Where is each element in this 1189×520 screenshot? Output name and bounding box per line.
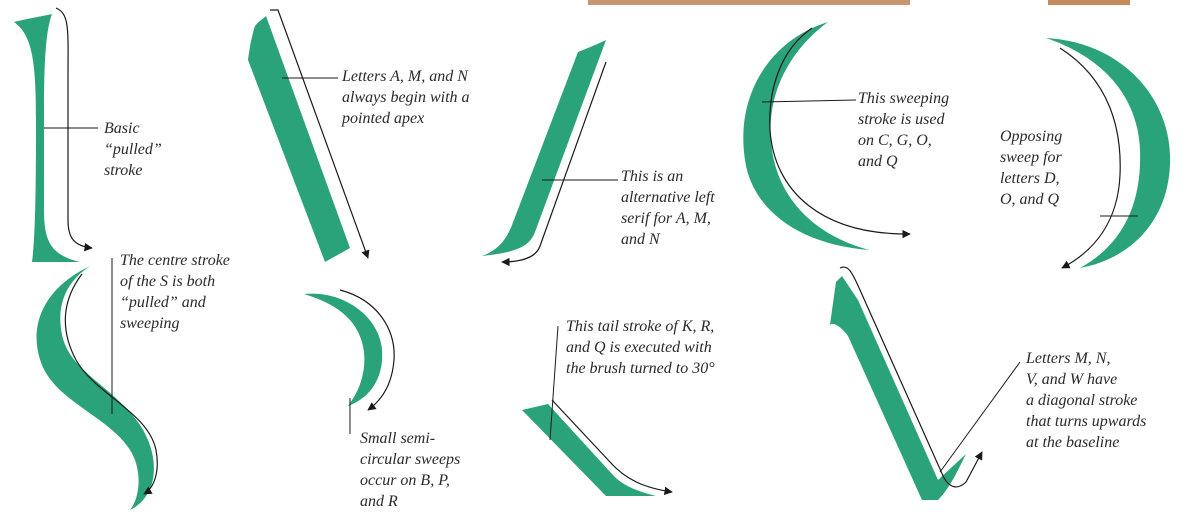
caption-line: “pulled” and: [120, 292, 230, 313]
left-serif-stroke: [482, 40, 606, 256]
opposing-guide: [1060, 48, 1120, 268]
caption-line: that turns upwards: [1026, 411, 1146, 432]
caption-line: and N: [621, 229, 715, 250]
caption-line: at the baseline: [1026, 432, 1146, 453]
caption-line: stroke is used: [858, 109, 949, 130]
apex-stroke-figure: [248, 10, 368, 262]
diagonal-stroke: [830, 276, 966, 500]
caption-line: This sweeping: [858, 88, 949, 109]
caption-line: a diagonal stroke: [1026, 390, 1146, 411]
semi-stroke: [304, 294, 382, 406]
apex-stroke: [248, 16, 350, 262]
opposing-stroke: [1046, 38, 1170, 268]
left-serif-figure: [482, 40, 618, 262]
caption-line: stroke: [104, 160, 162, 181]
caption-semi: Small semi- circular sweeps occur on B, …: [360, 428, 460, 512]
caption-line: Letters M, N,: [1026, 348, 1146, 369]
caption-line: the brush turned to 30°: [566, 358, 715, 379]
caption-centre-s: The centre stroke of the S is both “pull…: [120, 250, 230, 334]
caption-line: of the S is both: [120, 271, 230, 292]
caption-pulled: Basic “pulled” stroke: [104, 118, 162, 181]
caption-line: circular sweeps: [360, 449, 460, 470]
caption-line: on C, G, O,: [858, 130, 949, 151]
caption-left-serif: This is an alternative left serif for A,…: [621, 166, 715, 250]
caption-line: sweeping: [120, 313, 230, 334]
caption-apex: Letters A, M, and N always begin with a …: [342, 66, 470, 129]
caption-line: occur on B, P,: [360, 470, 460, 491]
sweeping-leader: [762, 100, 856, 102]
caption-line: Basic: [104, 118, 162, 139]
caption-line: Letters A, M, and N: [342, 66, 470, 87]
diagonal-stroke-figure: [830, 267, 1020, 500]
sweeping-stroke: [743, 22, 870, 250]
caption-line: Opposing: [1000, 126, 1062, 147]
caption-line: O, and Q: [1000, 189, 1062, 210]
pulled-stroke-figure: [14, 8, 98, 262]
caption-line: sweep for: [1000, 147, 1062, 168]
caption-line: and R: [360, 491, 460, 512]
caption-line: The centre stroke: [120, 250, 230, 271]
caption-line: pointed apex: [342, 108, 470, 129]
caption-line: Small semi-: [360, 428, 460, 449]
caption-diagonal: Letters M, N, V, and W have a diagonal s…: [1026, 348, 1146, 453]
caption-line: serif for A, M,: [621, 208, 715, 229]
caption-line: This tail stroke of K, R,: [566, 316, 715, 337]
caption-line: and Q is executed with: [566, 337, 715, 358]
caption-line: letters D,: [1000, 168, 1062, 189]
caption-line: “pulled”: [104, 139, 162, 160]
semi-sweep-figure: [304, 290, 394, 434]
caption-opposing: Opposing sweep for letters D, O, and Q: [1000, 126, 1062, 210]
pulled-stroke: [14, 14, 80, 262]
caption-line: This is an: [621, 166, 715, 187]
caption-line: V, and W have: [1026, 369, 1146, 390]
opposing-sweep-figure: [1046, 38, 1170, 268]
caption-line: always begin with a: [342, 87, 470, 108]
caption-tail: This tail stroke of K, R, and Q is execu…: [566, 316, 715, 379]
caption-sweeping: This sweeping stroke is used on C, G, O,…: [858, 88, 949, 172]
caption-line: alternative left: [621, 187, 715, 208]
caption-line: and Q: [858, 151, 949, 172]
